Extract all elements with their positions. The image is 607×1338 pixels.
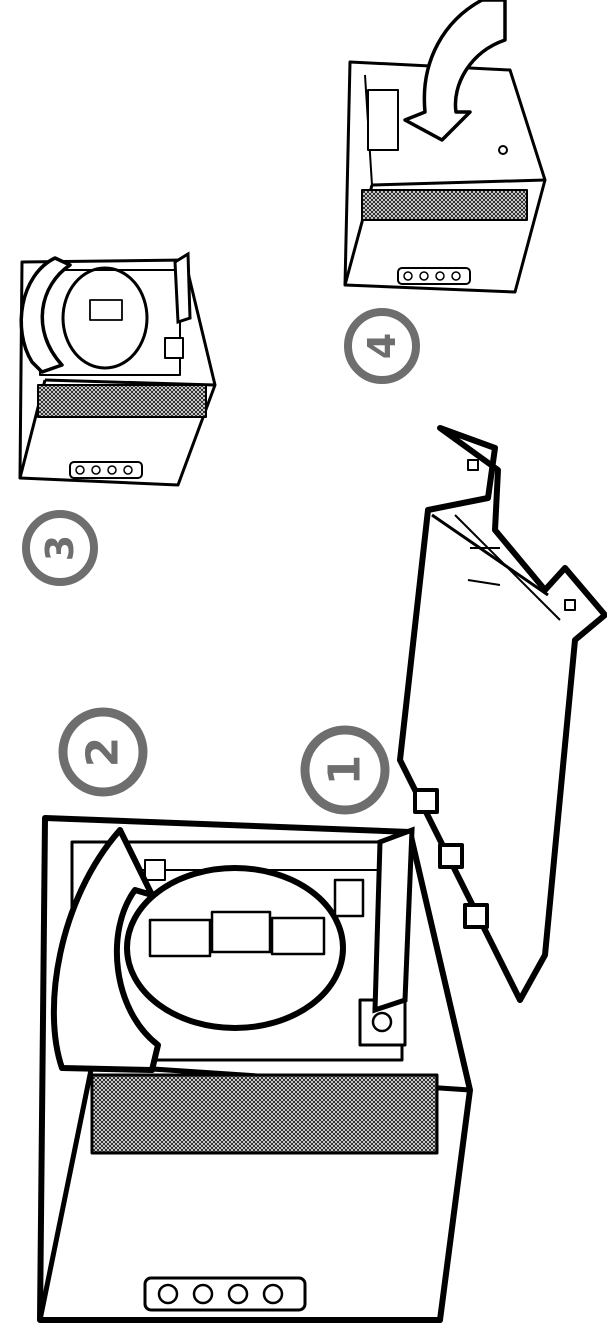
speaker-grille [361, 189, 528, 221]
watch-cushion-ring [124, 865, 346, 1031]
large-cube-body [37, 815, 473, 1323]
step-1-number: 1 [320, 755, 371, 786]
small-cube-open [18, 258, 217, 487]
closing-arrow-icon [403, 0, 507, 142]
speaker-grille [90, 1073, 439, 1155]
rotate-arrow-icon [50, 827, 161, 1073]
port-panel [69, 461, 143, 479]
step-2-badge: 2 [58, 707, 148, 797]
port-panel [143, 1276, 307, 1312]
step-4-badge: 4 [344, 308, 420, 384]
watch-cushion-ring [61, 266, 149, 370]
rotate-arrow-icon [19, 256, 72, 374]
door-panel-open [173, 251, 192, 325]
door-panel-open [372, 826, 415, 1014]
step-3-illustration [18, 251, 217, 487]
watch-cushion [210, 910, 272, 954]
speaker-grille [37, 384, 207, 418]
step-4-number: 4 [360, 333, 404, 359]
step-3-badge: 3 [22, 510, 98, 586]
step-1-badge: 1 [300, 725, 390, 815]
large-cube-illustration [37, 815, 473, 1323]
step-2-number: 2 [78, 737, 129, 768]
step-4-illustration [343, 0, 547, 294]
detached-lid-panel [397, 425, 607, 1003]
step-3-number: 3 [38, 535, 82, 561]
port-panel [397, 267, 471, 285]
small-cube-closed [343, 60, 547, 294]
